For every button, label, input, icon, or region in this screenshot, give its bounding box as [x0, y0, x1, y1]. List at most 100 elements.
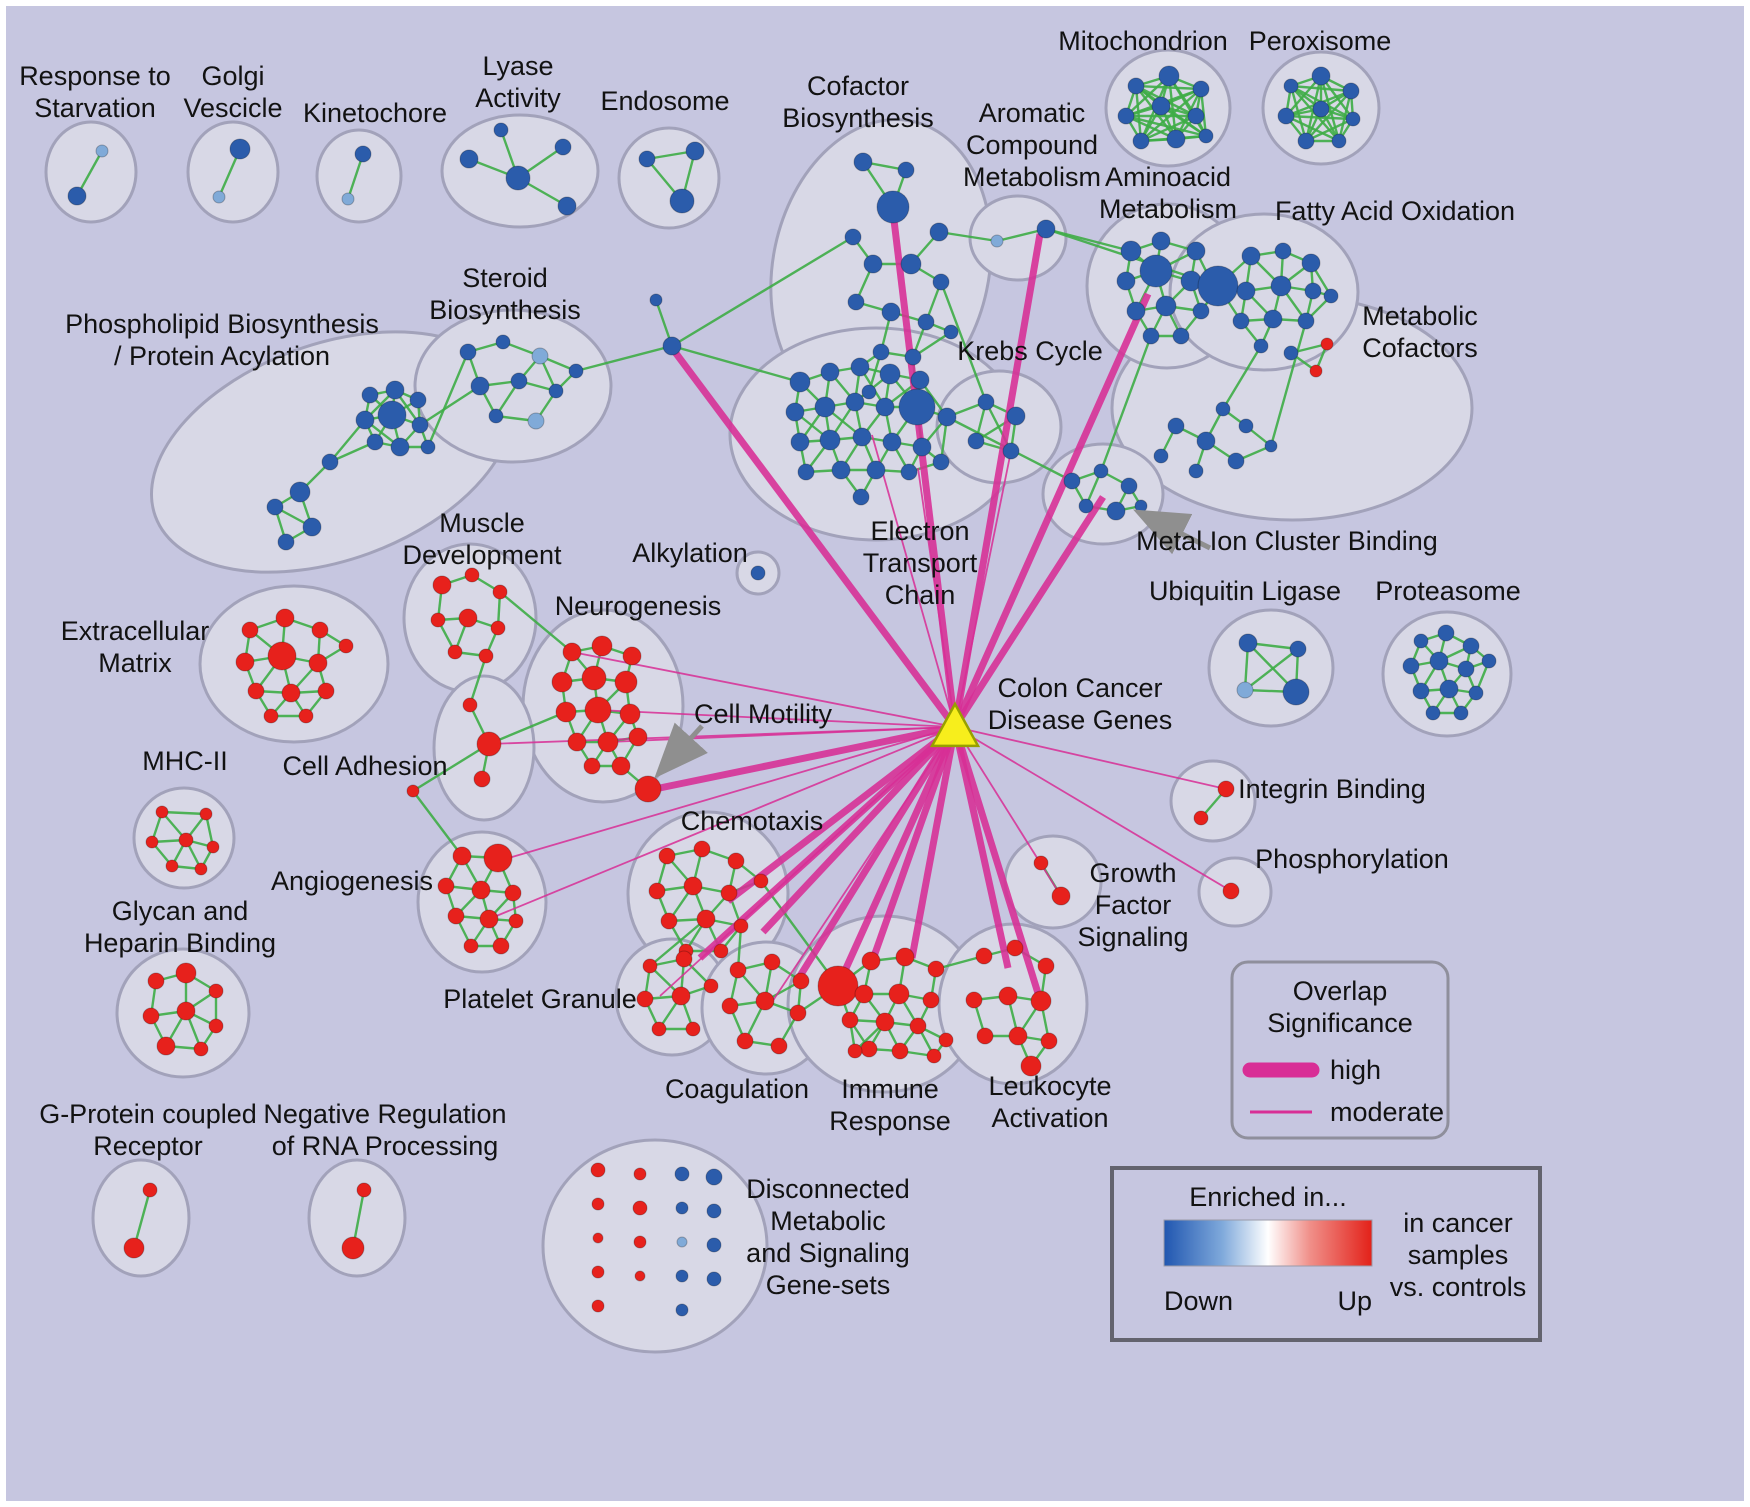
node-neurogenesis-14	[634, 775, 662, 803]
cluster-kinetochore-ellipse	[315, 128, 403, 224]
sig-moderate-5	[488, 726, 956, 920]
node-mhc-ii-2	[145, 835, 159, 849]
node-extracellular-matrix-8	[281, 683, 301, 703]
node-muscle-development-5	[490, 620, 506, 636]
node-krebs-cycle-2	[967, 432, 985, 450]
node-chemotaxis-3	[648, 882, 666, 900]
green-link-18	[499, 591, 573, 653]
node-leukocyte-activation-7	[1008, 1026, 1028, 1046]
node-g-protein-coupled-receptor-0	[142, 1182, 158, 1198]
green-link-25	[760, 880, 839, 987]
node-peroxisome-5	[1345, 111, 1361, 127]
node-proteasome-10	[1425, 705, 1441, 721]
node-neurogenesis-1	[591, 635, 613, 657]
label-phospholipid-biosynthesis: Phospholipid Biosynthesis/ Protein Acyla…	[65, 309, 379, 371]
node-coagulation-0	[729, 961, 747, 979]
node-fatty-acid-oxidation-9	[1297, 312, 1315, 330]
node-aromatic-compound-metabolism-1	[1036, 219, 1056, 239]
node-fatty-acid-oxidation-5	[1270, 275, 1292, 297]
node-disconnected-gene-sets-3	[632, 1200, 648, 1216]
green-link-0	[575, 344, 673, 373]
node-metabolic-cofactors-3	[1167, 417, 1185, 435]
node-phospholipid-biosynthesis-13	[277, 533, 295, 551]
node-extracellular-matrix-4	[267, 641, 297, 671]
node-phospholipid-biosynthesis-4	[377, 400, 407, 430]
green-link-11	[1221, 345, 1263, 410]
node-peroxisome-4	[1312, 100, 1330, 118]
sig-moderate-2	[571, 651, 956, 728]
node-chemotaxis-11	[713, 943, 729, 959]
arrows	[654, 509, 1212, 779]
node-immune-response-8	[875, 1012, 895, 1032]
node-neurogenesis-13	[611, 756, 631, 776]
overlap-moderate-label: moderate	[1330, 1097, 1444, 1127]
label-kinetochore: Kinetochore	[303, 98, 447, 128]
node-immune-response-0	[817, 965, 859, 1007]
node-electron-transport-chain-5	[785, 402, 805, 422]
label-fatty-acid-oxidation: Fatty Acid Oxidation	[1275, 196, 1515, 226]
edge-mitochondrion	[1125, 114, 1207, 138]
label-coagulation: Coagulation	[665, 1074, 809, 1104]
node-disconnected-gene-sets-5	[633, 1235, 647, 1249]
edge-peroxisome	[1305, 117, 1354, 143]
edge-phospholipid-biosynthesis	[329, 419, 366, 463]
node-fatty-acid-oxidation-4	[1236, 281, 1256, 301]
label-cell-motility: Cell Motility	[694, 699, 833, 729]
node-mitochondrion-5	[1187, 107, 1205, 125]
node-cofactor-biosynthesis-14	[861, 384, 877, 400]
node-aminoacid-metabolism-10	[1172, 327, 1190, 345]
node-growth-factor-signaling-0	[1033, 855, 1049, 871]
node-immune-response-4	[854, 984, 874, 1004]
node-immune-response-3	[927, 960, 945, 978]
node-golgi-vescicle-1	[212, 190, 226, 204]
node-fatty-acid-oxidation-0	[1197, 265, 1239, 307]
node-steroid-biosynthesis-1	[495, 334, 511, 350]
node-proteasome-9	[1468, 685, 1484, 701]
node-angiogenesis-1	[483, 843, 513, 873]
label-alkylation: Alkylation	[632, 538, 748, 568]
node-glycan-heparin-binding-7	[193, 1041, 209, 1057]
node-extracellular-matrix-2	[311, 621, 329, 639]
label-cell-adhesion: Cell Adhesion	[282, 751, 447, 781]
node-electron-transport-chain-6	[814, 396, 836, 418]
node-neurogenesis-4	[581, 665, 607, 691]
node-immune-response-13	[926, 1048, 942, 1064]
node-angiogenesis-6	[479, 909, 499, 929]
node-phospholipid-biosynthesis-12	[302, 517, 322, 537]
node-immune-response-6	[922, 991, 940, 1009]
node-fatty-acid-oxidation-8	[1263, 309, 1283, 329]
node-muscle-development-2	[492, 584, 508, 600]
node-metabolic-cofactors-4	[1196, 431, 1216, 451]
node-electron-transport-chain-20	[932, 453, 950, 471]
green-link-2	[671, 344, 801, 384]
node-ubiquitin-ligase-2	[1236, 681, 1254, 699]
node-mitochondrion-0	[1127, 77, 1145, 95]
node-steroid-biosynthesis-2	[531, 347, 549, 365]
node-angiogenesis-7	[508, 913, 524, 929]
node-glycan-heparin-binding-0	[147, 972, 165, 990]
node-chemotaxis-1	[693, 840, 711, 858]
node-lyase-activity-0	[459, 149, 479, 169]
node-immune-response-7	[841, 1011, 859, 1029]
cluster-golgi-vescicle-ellipse	[186, 120, 280, 224]
node-proteasome-6	[1481, 653, 1497, 669]
node-disconnected-gene-sets-0	[590, 1162, 606, 1178]
node-immune-response-1	[861, 951, 881, 971]
node-disconnected-gene-sets-4	[592, 1232, 604, 1244]
node-electron-transport-chain-8	[875, 397, 895, 417]
node-angiogenesis-2	[437, 877, 455, 895]
node-metabolic-cofactors-7	[1153, 448, 1169, 464]
node-coagulation-4	[755, 991, 775, 1011]
node-electron-transport-chain-0	[789, 371, 811, 393]
edge-peroxisome	[1285, 114, 1354, 121]
node-disconnected-gene-sets-8	[591, 1299, 605, 1313]
node-proteasome-1	[1437, 624, 1455, 642]
